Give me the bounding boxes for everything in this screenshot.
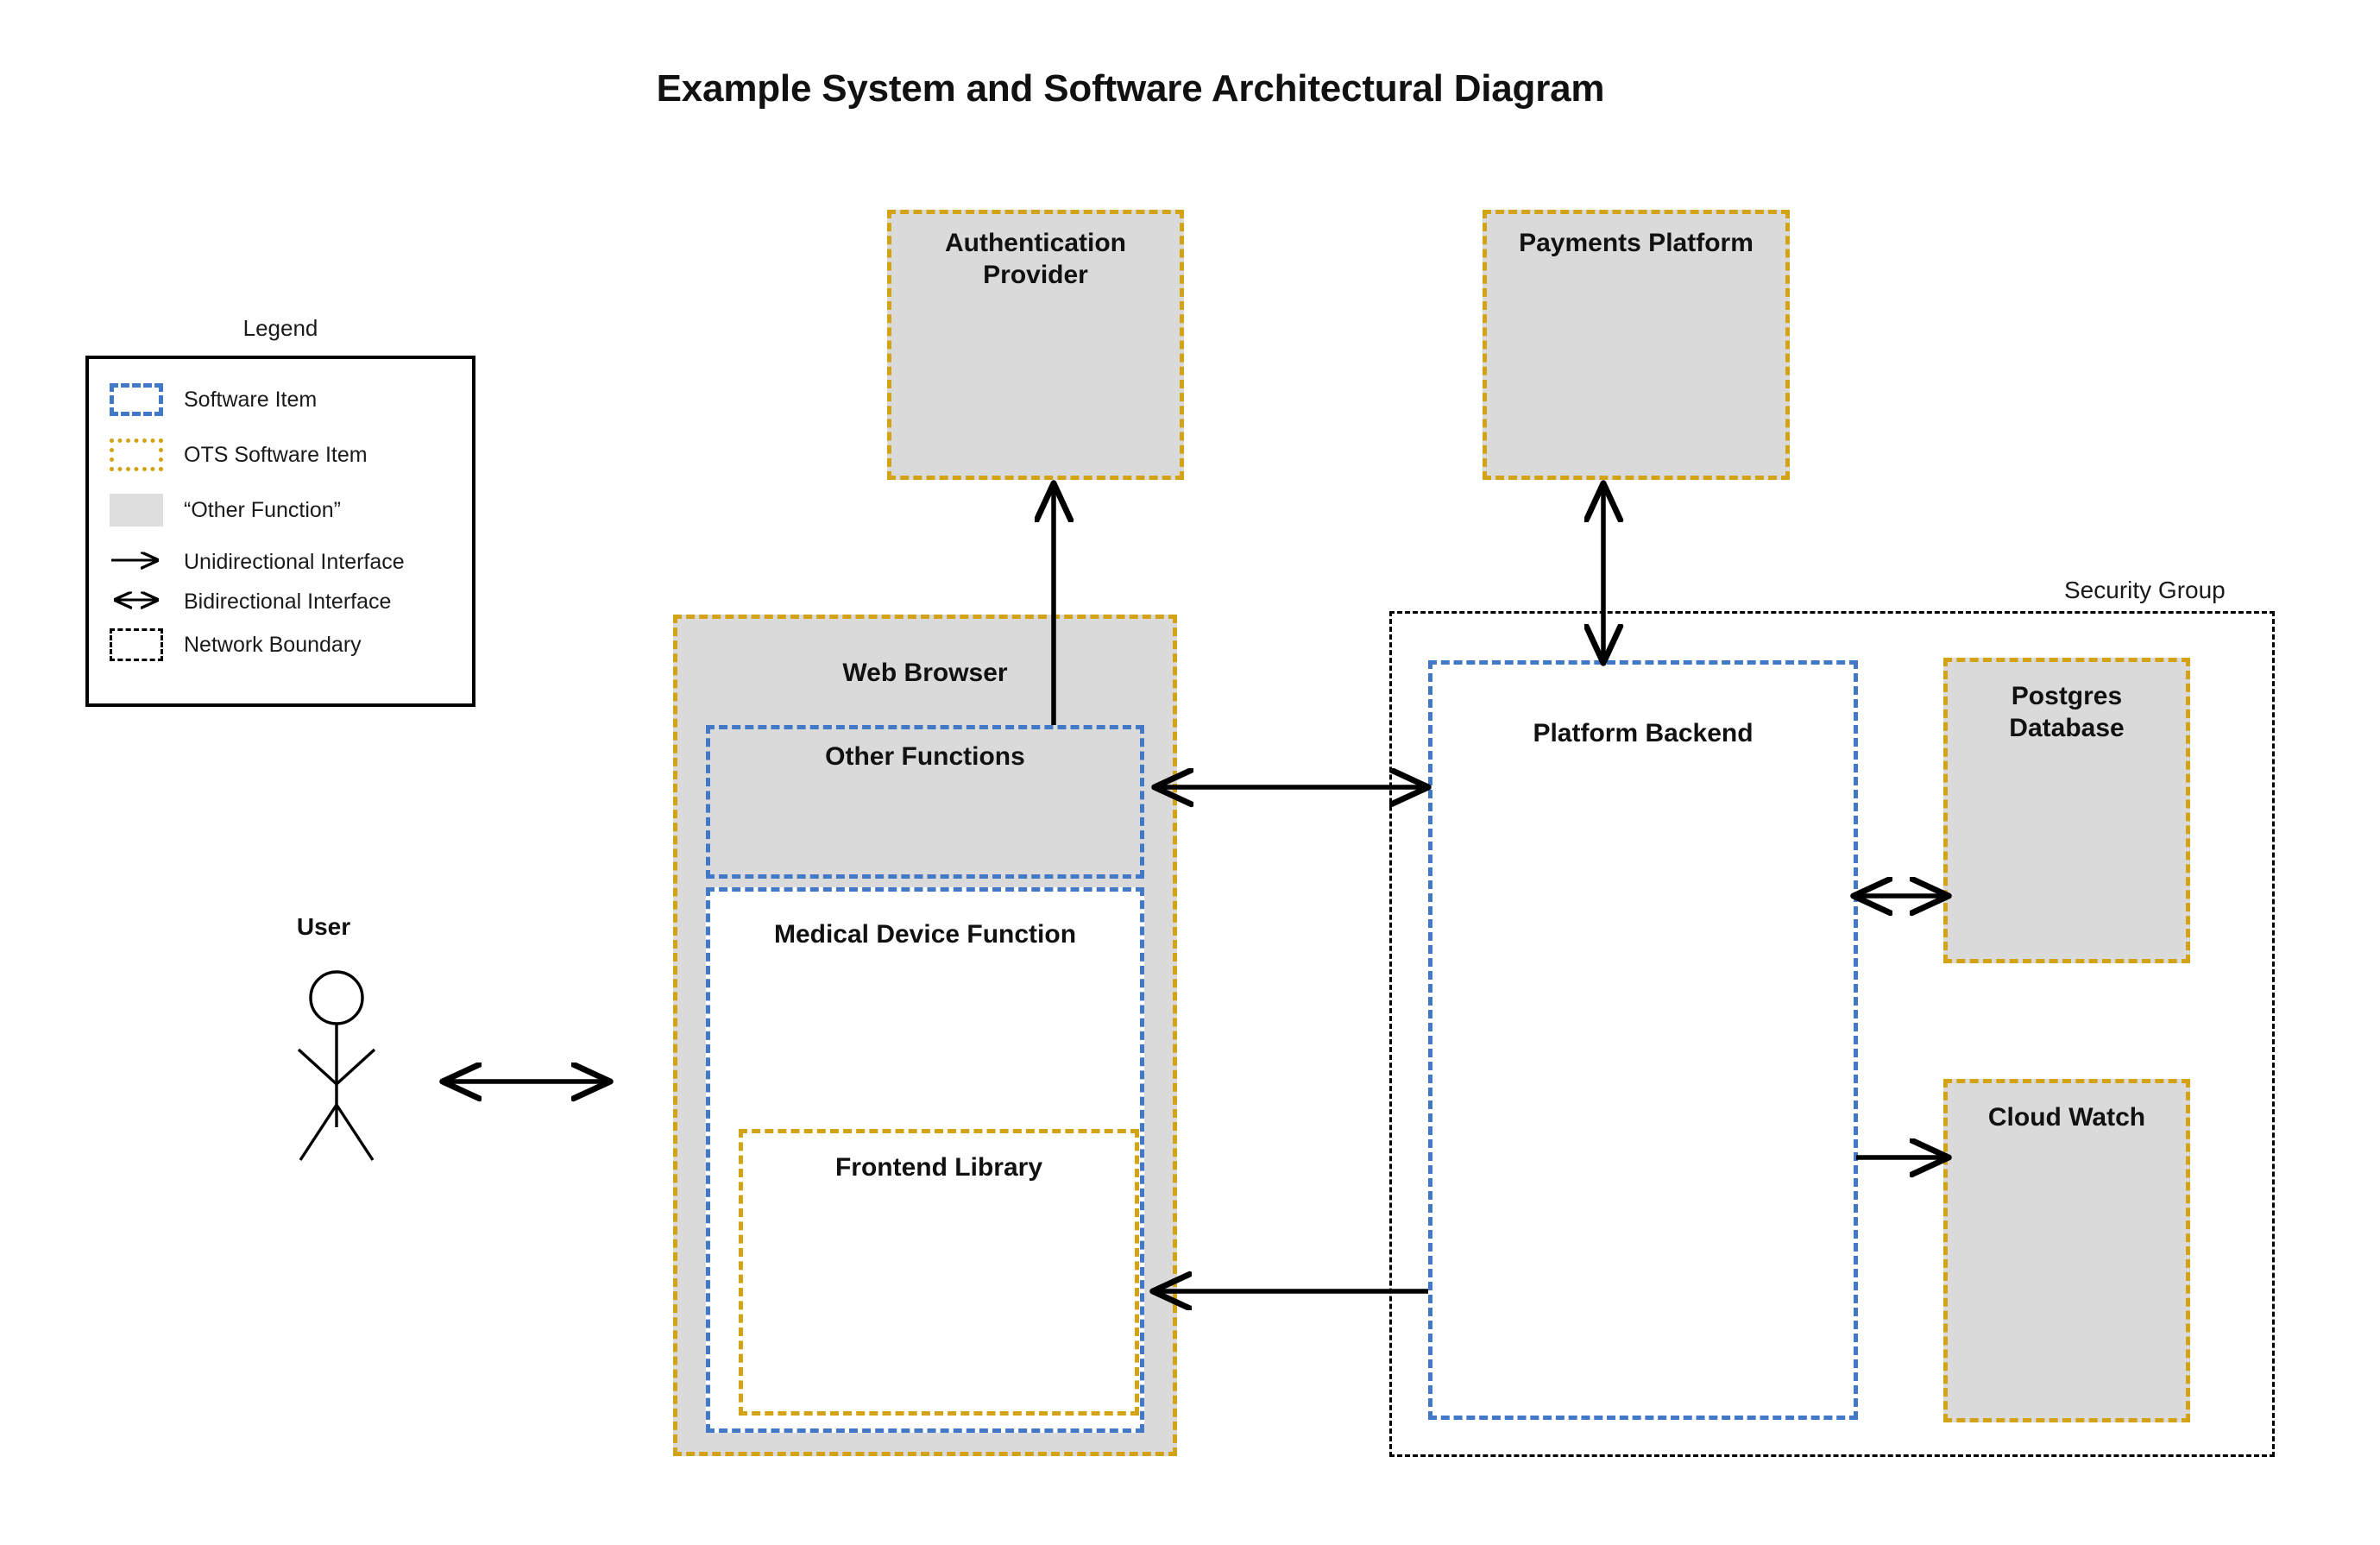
node-label: Web Browser — [842, 659, 1008, 687]
node-platform-backend[interactable]: Platform Backend — [1428, 660, 1858, 1420]
ots-software-item-swatch-icon — [110, 438, 163, 471]
node-cloud-watch[interactable]: Cloud Watch — [1943, 1079, 2190, 1422]
security-group-label: Security Group — [2064, 577, 2226, 603]
node-postgres-database[interactable]: Postgres Database — [1943, 658, 2190, 963]
node-label: Other Functions — [825, 742, 1025, 771]
legend-item-label: Software Item — [184, 387, 318, 412]
group-security-group — [1389, 611, 2275, 1457]
node-label: Medical Device Function — [773, 920, 1077, 949]
node-frontend-library[interactable]: Frontend Library — [739, 1129, 1139, 1416]
node-label: Frontend Library — [834, 1153, 1042, 1182]
legend-heading: Legend — [242, 315, 318, 341]
software-item-swatch-icon — [110, 383, 163, 416]
user-stick-figure-icon — [285, 967, 388, 1170]
node-label-line1: Authentication — [945, 229, 1126, 257]
legend-item-software-item: Software Item — [110, 380, 317, 419]
legend-item-label: “Other Function” — [184, 497, 342, 522]
legend-panel: Software Item OTS Software Item “Other F… — [85, 356, 475, 707]
node-payments-platform[interactable]: Payments Platform — [1483, 210, 1790, 480]
node-label: Platform Backend — [1533, 719, 1754, 747]
node-other-functions[interactable]: Other Functions — [706, 725, 1144, 879]
network-boundary-swatch-icon — [110, 628, 163, 661]
node-label-line1: Postgres — [2011, 682, 2123, 710]
legend-item-bidirectional-interface: Bidirectional Interface — [110, 582, 391, 621]
node-authentication-provider[interactable]: Authentication Provider — [887, 210, 1184, 480]
legend-item-network-boundary: Network Boundary — [110, 625, 362, 665]
legend-item-label: Network Boundary — [184, 632, 362, 657]
node-label: Cloud Watch — [1987, 1103, 2146, 1132]
legend-item-ots-software-item: OTS Software Item — [110, 435, 368, 475]
legend-item-label: OTS Software Item — [184, 442, 368, 467]
legend-item-other-function: “Other Function” — [110, 490, 341, 530]
actor-label-user: User — [296, 913, 351, 940]
legend-item-unidirectional-interface: Unidirectional Interface — [110, 542, 405, 582]
bidirectional-arrow-icon — [110, 590, 163, 615]
unidirectional-arrow-icon — [110, 550, 163, 575]
legend-item-label: Unidirectional Interface — [184, 549, 405, 574]
other-function-swatch-icon — [110, 494, 163, 527]
node-label: Payments Platform — [1519, 229, 1754, 257]
page-title: Example System and Software Architectura… — [656, 67, 1605, 110]
node-label-line2: Provider — [983, 260, 1088, 289]
node-label-line2: Database — [2009, 713, 2125, 742]
legend-item-label: Bidirectional Interface — [184, 589, 392, 614]
